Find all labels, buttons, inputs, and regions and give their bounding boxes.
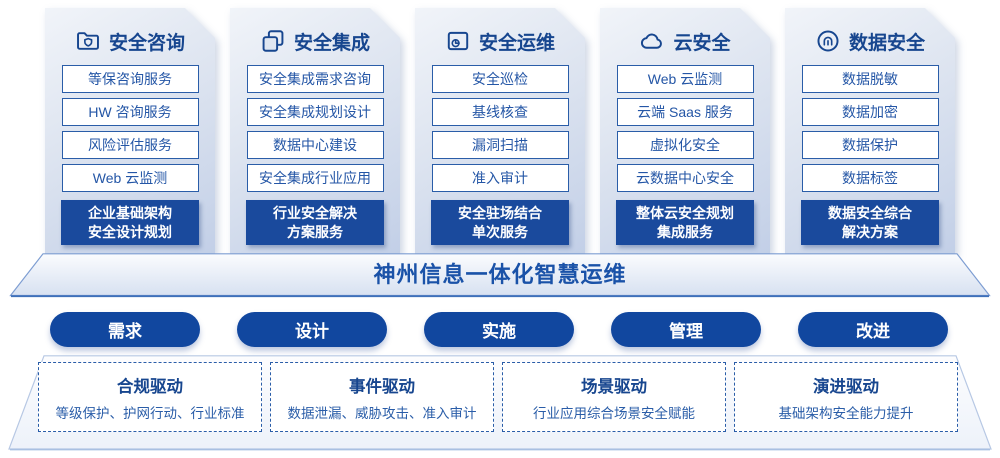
service-item: 云端 Saas 服务: [617, 98, 754, 126]
highlight-box: 安全驻场结合 单次服务: [431, 200, 569, 245]
process-pill-implement: 实施: [424, 312, 574, 347]
column-title: 安全运维: [478, 32, 555, 54]
driver-desc: 数据泄漏、威胁攻击、准入审计: [287, 405, 477, 421]
service-item: 数据脱敏: [802, 65, 939, 93]
service-item: HW 咨询服务: [62, 98, 199, 126]
cloud-icon: [639, 28, 665, 54]
process-pill-manage: 管理: [611, 312, 761, 347]
folder-shield-icon: [75, 28, 101, 54]
driver-box-compliance: 合规驱动 等级保护、护网行动、行业标准: [38, 362, 262, 432]
ops-monitor-icon: [445, 28, 471, 54]
column-security-consulting: 安全咨询 等保咨询服务 HW 咨询服务 风险评估服务 Web 云监测 企业基础架…: [45, 8, 215, 254]
banner-trapezoid-shape: [9, 253, 991, 298]
column-header: 云安全: [600, 8, 770, 55]
driver-title: 场景驱动: [581, 377, 647, 396]
highlight-box: 行业安全解决 方案服务: [246, 200, 384, 245]
process-pill-design: 设计: [237, 312, 387, 347]
column-data-security: 数据安全 数据脱敏 数据加密 数据保护 数据标签 数据安全综合 解决方案: [785, 8, 955, 254]
service-item: 云数据中心安全: [617, 164, 754, 192]
service-item: 数据保护: [802, 131, 939, 159]
service-item: 准入审计: [432, 164, 569, 192]
driver-title: 事件驱动: [349, 377, 415, 396]
service-item: 等保咨询服务: [62, 65, 199, 93]
highlight-box: 企业基础架构 安全设计规划: [61, 200, 199, 245]
service-item: 数据标签: [802, 164, 939, 192]
service-item: 漏洞扫描: [432, 131, 569, 159]
service-item: Web 云监测: [62, 164, 199, 192]
service-item: Web 云监测: [617, 65, 754, 93]
driver-desc: 等级保护、护网行动、行业标准: [55, 405, 245, 421]
service-item: 数据加密: [802, 98, 939, 126]
service-item: 数据中心建设: [247, 131, 384, 159]
service-item: 安全巡检: [432, 65, 569, 93]
process-pill-improve: 改进: [798, 312, 948, 347]
service-item: 风险评估服务: [62, 131, 199, 159]
service-item: 虚拟化安全: [617, 131, 754, 159]
column-title: 安全集成: [293, 32, 370, 54]
process-pill-demand: 需求: [50, 312, 200, 347]
driver-box-incident: 事件驱动 数据泄漏、威胁攻击、准入审计: [270, 362, 494, 432]
fingerprint-icon: [815, 28, 841, 54]
column-security-operations: 安全运维 安全巡检 基线核查 漏洞扫描 准入审计 安全驻场结合 单次服务: [415, 8, 585, 254]
column-title: 数据安全: [848, 32, 925, 54]
column-title: 云安全: [673, 32, 731, 54]
column-header: 安全运维: [415, 8, 585, 55]
highlight-box: 整体云安全规划 集成服务: [616, 200, 754, 245]
driver-title: 合规驱动: [117, 377, 183, 396]
service-item: 安全集成行业应用: [247, 164, 384, 192]
copy-stack-icon: [260, 28, 286, 54]
column-header: 安全咨询: [45, 8, 215, 55]
service-item: 安全集成规划设计: [247, 98, 384, 126]
driver-desc: 行业应用综合场景安全赋能: [533, 405, 695, 421]
driver-desc: 基础架构安全能力提升: [778, 405, 914, 421]
service-item: 安全集成需求咨询: [247, 65, 384, 93]
column-title: 安全咨询: [108, 32, 185, 54]
driver-title: 演进驱动: [813, 377, 879, 396]
platform-banner: 神州信息一体化智慧运维: [0, 253, 1000, 298]
highlight-box: 数据安全综合 解决方案: [801, 200, 939, 245]
column-header: 安全集成: [230, 8, 400, 55]
service-item: 基线核查: [432, 98, 569, 126]
driver-box-evolution: 演进驱动 基础架构安全能力提升: [734, 362, 958, 432]
banner-title: 神州信息一体化智慧运维: [373, 262, 627, 287]
column-cloud-security: 云安全 Web 云监测 云端 Saas 服务 虚拟化安全 云数据中心安全 整体云…: [600, 8, 770, 254]
column-security-integration: 安全集成 安全集成需求咨询 安全集成规划设计 数据中心建设 安全集成行业应用 行…: [230, 8, 400, 254]
column-header: 数据安全: [785, 8, 955, 55]
driver-box-scenario: 场景驱动 行业应用综合场景安全赋能: [502, 362, 726, 432]
